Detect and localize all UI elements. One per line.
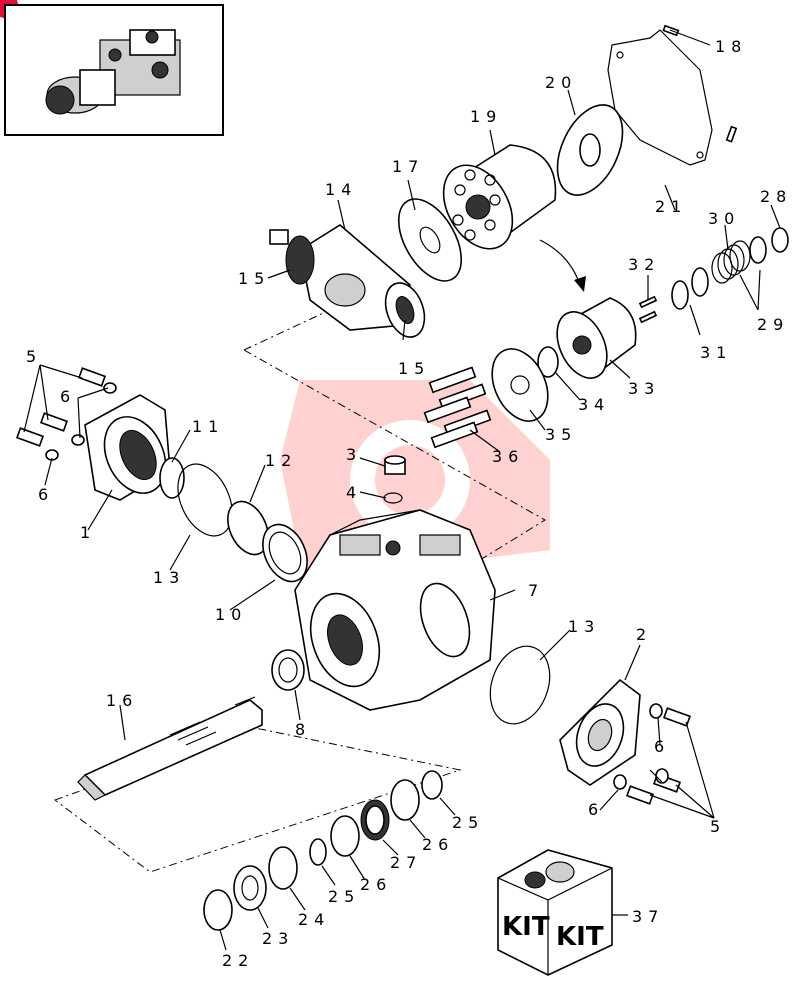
washer-26a (330, 815, 360, 857)
kit-label-left: KIT (502, 912, 550, 942)
callout-31: 31 (700, 343, 732, 362)
callout-6-right-top: 6 (654, 737, 670, 756)
callout-5-right: 5 (710, 817, 726, 836)
callout-labels: 1 2 3 4 5 5 6 6 6 6 7 8 10 11 12 13 13 1… (26, 37, 792, 970)
callout-13-left: 13 (153, 568, 185, 587)
pistons-36 (423, 366, 492, 449)
thrust-plate-17 (397, 198, 463, 282)
callout-11: 11 (192, 417, 224, 436)
pin-32 (638, 295, 658, 309)
leader-lines (23, 29, 781, 951)
callout-6-left-bottom: 6 (38, 485, 54, 504)
o-ring-13-right (489, 645, 551, 725)
snap-ring-25a (309, 838, 327, 866)
ring-31 (671, 280, 689, 310)
kit-label-right: KIT (556, 922, 604, 952)
callout-16: 16 (106, 691, 138, 710)
snap-ring-22 (203, 889, 233, 931)
callout-15-bottom: 15 (398, 359, 430, 378)
callout-22: 22 (222, 951, 254, 970)
callout-25-lower: 25 (328, 887, 360, 906)
end-cover-2 (559, 678, 641, 786)
bearing-10 (262, 523, 308, 583)
pump-housing-7 (294, 509, 496, 711)
callout-15-left: 15 (238, 269, 270, 288)
cylinder-block-33 (556, 297, 637, 379)
callout-6-left-top: 6 (60, 387, 76, 406)
callout-24: 24 (298, 910, 330, 929)
ring-12 (227, 500, 269, 556)
washer-26b (390, 779, 420, 821)
callout-19: 19 (470, 107, 502, 126)
callout-26-lower: 26 (360, 875, 392, 894)
callout-27: 27 (390, 853, 422, 872)
drive-shaft-16 (77, 696, 263, 801)
gasket-21 (607, 29, 713, 166)
plug-3 (384, 455, 406, 475)
washer-6a (103, 382, 117, 394)
callout-25-upper: 25 (452, 813, 484, 832)
snap-ring-25b (421, 770, 443, 800)
callout-20: 20 (545, 73, 577, 92)
seal-11 (159, 457, 185, 499)
callout-1: 1 (80, 523, 96, 542)
assembly-thumbnail (4, 4, 224, 136)
end-cover-1 (84, 394, 171, 501)
assembly-line-upper (243, 309, 546, 561)
callout-10: 10 (215, 605, 247, 624)
callout-26-upper: 26 (422, 835, 454, 854)
callout-2: 2 (636, 625, 652, 644)
callout-32: 32 (628, 255, 660, 274)
callout-30: 30 (708, 209, 740, 228)
washer-24 (268, 846, 298, 890)
kit-box-37: KIT KIT (497, 849, 613, 976)
callout-34: 34 (578, 395, 610, 414)
o-ring-13-left (177, 463, 233, 537)
callout-17: 17 (392, 157, 424, 176)
callout-18: 18 (715, 37, 747, 56)
spring-30 (711, 240, 751, 284)
needle-bearing-8 (271, 649, 305, 691)
callout-5-left: 5 (26, 347, 42, 366)
washer-6d (649, 703, 663, 719)
callout-21: 21 (655, 197, 687, 216)
callout-6-right-bottom: 6 (588, 800, 604, 819)
callout-28: 28 (760, 187, 792, 206)
cylinder-block-19 (442, 144, 557, 250)
swash-plate-14 (269, 224, 426, 338)
washer-29b (749, 236, 767, 264)
callout-4: 4 (346, 483, 362, 502)
callout-35: 35 (545, 425, 577, 444)
callout-13-right: 13 (568, 617, 600, 636)
callout-14: 14 (325, 180, 357, 199)
callout-29: 29 (757, 315, 789, 334)
callout-33: 33 (628, 379, 660, 398)
washer-23 (233, 865, 267, 911)
assembly-line-lower (53, 727, 462, 873)
callout-7: 7 (528, 581, 544, 600)
retainer-plate-35 (491, 348, 549, 422)
callout-3: 3 (346, 445, 362, 464)
callout-12: 12 (265, 451, 297, 470)
valve-plate-20 (556, 104, 624, 196)
washer-29a (691, 267, 709, 297)
pin-18-bottom (725, 125, 738, 143)
direction-arrow (539, 239, 581, 286)
washer-6b (71, 434, 85, 446)
callout-37: 37 (632, 907, 664, 926)
callout-8: 8 (295, 720, 311, 739)
snap-ring-28 (771, 227, 789, 253)
callout-23: 23 (262, 929, 294, 948)
retainer-34 (537, 346, 559, 378)
callout-36: 36 (492, 447, 524, 466)
